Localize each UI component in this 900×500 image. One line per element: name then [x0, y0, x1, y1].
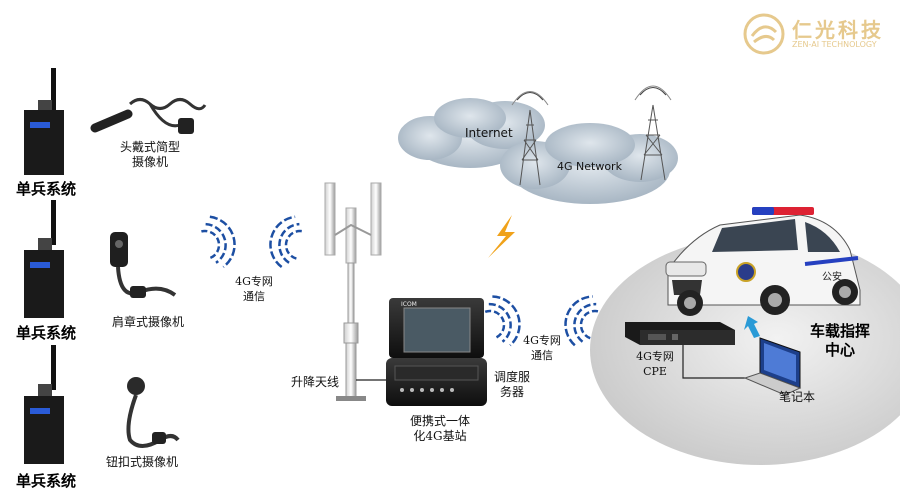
signal-waves-1: [197, 210, 242, 272]
soldier-unit-1-device: [24, 68, 64, 175]
link-label-right: 4G专网通信: [523, 334, 561, 362]
soldier-unit-2-device: [24, 200, 64, 318]
logo-sub-text: ZEN-AI TECHNOLOGY: [792, 40, 877, 49]
car-badge-text: 公安: [822, 270, 842, 283]
soldier-unit-2-title: 单兵系统: [16, 324, 77, 342]
base-station-label: 便携式一体化4G基站: [409, 414, 470, 443]
shoulder-camera-label: 肩章式摄像机: [111, 315, 184, 329]
button-camera-icon: [126, 377, 180, 448]
logo-emblem-icon: [743, 13, 785, 55]
signal-waves-2: [263, 210, 308, 272]
antenna-label: 升降天线: [290, 375, 339, 389]
lightning-icon: [488, 215, 515, 258]
command-center-label: 车载指挥中心: [809, 322, 870, 359]
station-brand-text: ICOM: [401, 301, 417, 308]
soldier-unit-1-title: 单兵系统: [16, 180, 77, 198]
soldier-unit-3-title: 单兵系统: [16, 472, 77, 490]
police-emblem-icon: [736, 262, 756, 282]
telescopic-antenna-mast: [324, 182, 382, 401]
logo-brand-text: 仁光科技: [792, 18, 884, 42]
laptop-label: 笔记本: [778, 390, 815, 404]
cpe-device: [625, 322, 735, 345]
company-logo: 仁光科技 ZEN-AI TECHNOLOGY: [742, 12, 892, 56]
4g-network-cloud: [500, 123, 678, 204]
down-arrow-icon: [744, 316, 760, 338]
button-camera-label: 钮扣式摄像机: [105, 455, 178, 469]
cell-tower-right: [634, 85, 672, 181]
cpe-to-laptop-line: [682, 345, 745, 379]
soldier-unit-3-device: [24, 345, 64, 464]
laptop-icon: [743, 337, 802, 396]
police-car: [665, 207, 861, 316]
internet-label: Internet: [465, 126, 513, 140]
dispatch-server-label: 调度服务器: [493, 370, 530, 399]
4g-network-label: 4G Network: [557, 160, 622, 173]
cell-tower-left: [511, 91, 549, 186]
link-label-left: 4G专网通信: [235, 275, 273, 303]
shoulder-camera-icon: [110, 232, 177, 298]
head-mounted-camera-icon: [90, 98, 207, 134]
internet-cloud: [398, 98, 545, 168]
portable-base-station: [386, 298, 487, 406]
head-camera-label: 头戴式简型摄像机: [119, 140, 180, 169]
